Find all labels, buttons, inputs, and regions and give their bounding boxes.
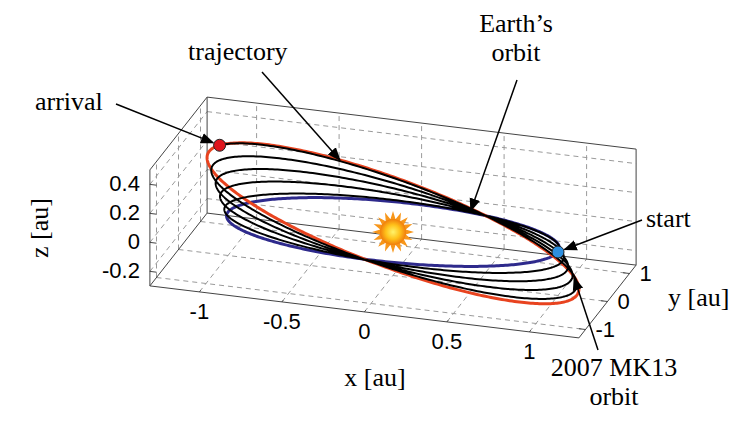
grid-line (150, 199, 207, 272)
grid-line (179, 250, 608, 302)
grid-line (207, 112, 636, 164)
tick-mark (282, 300, 283, 302)
tick-label: 1 (640, 261, 652, 285)
tick-label: -0.2 (102, 259, 140, 283)
start-dot (552, 246, 564, 258)
box-edge (150, 213, 207, 286)
callout-label: trajectory (188, 38, 288, 67)
sun-rays (372, 211, 414, 253)
sun-disc (380, 219, 406, 245)
leader-lines (116, 72, 642, 350)
tick-label: -1 (596, 317, 616, 341)
callout-label: 2007 MK13 orbit (548, 354, 680, 411)
grid-line (421, 123, 422, 239)
sun-symbol (372, 211, 414, 253)
callout-label: Earth’s orbit (466, 10, 566, 67)
grid-line (178, 134, 179, 250)
tick-label: 0.5 (432, 330, 463, 354)
tick-mark (529, 330, 530, 332)
tick-mark (623, 272, 630, 274)
tick-mark (601, 300, 608, 302)
asteroid-leader (574, 278, 598, 350)
axis-title: y [au] (668, 284, 729, 313)
orbit-curves (207, 143, 579, 304)
callout-label: start (646, 205, 691, 234)
tick-label: 0 (358, 320, 370, 344)
orbit-dots (214, 139, 564, 258)
tick-label: 0 (618, 289, 630, 313)
axis-title: x [au] (344, 364, 405, 393)
trajectory-leader (262, 72, 340, 160)
axis-title: z [au] (26, 198, 55, 258)
grid-line (282, 229, 339, 302)
tick-mark (364, 310, 365, 312)
grid-line (150, 141, 207, 214)
transfer-trajectory (211, 143, 577, 299)
tick-mark (199, 290, 200, 292)
tick-label: -1 (190, 300, 210, 324)
start-leader (565, 220, 642, 250)
tick-label: 0.4 (109, 172, 140, 196)
grid-line (200, 106, 201, 222)
earth-orbit (227, 198, 560, 267)
tick-mark (447, 320, 448, 322)
tick-label: -0.5 (263, 310, 301, 334)
tick-mark (150, 184, 157, 186)
tick-mark (150, 213, 157, 215)
grid-line (339, 113, 340, 229)
box-edge (636, 149, 637, 265)
earth-leader (471, 80, 517, 211)
tick-mark (150, 271, 157, 273)
box-edge (149, 170, 150, 286)
arrival-dot (214, 139, 226, 151)
tick-label: 0.2 (109, 201, 140, 225)
axis-grid (150, 103, 636, 332)
arrival-leader (116, 104, 213, 143)
tick-mark (579, 328, 586, 330)
tick-label: 0 (128, 230, 140, 254)
grid-line (156, 162, 157, 278)
grid-line (207, 141, 636, 193)
asteroid-orbit (207, 143, 579, 304)
grid-line (504, 133, 505, 249)
grid-line (150, 170, 207, 243)
callout-label: arrival (35, 88, 103, 117)
axis-box (150, 97, 636, 338)
box-edge (150, 97, 207, 170)
grid-line (150, 112, 207, 185)
tick-label: 1 (523, 340, 535, 364)
box-edge (207, 97, 636, 149)
tick-mark (150, 242, 157, 244)
